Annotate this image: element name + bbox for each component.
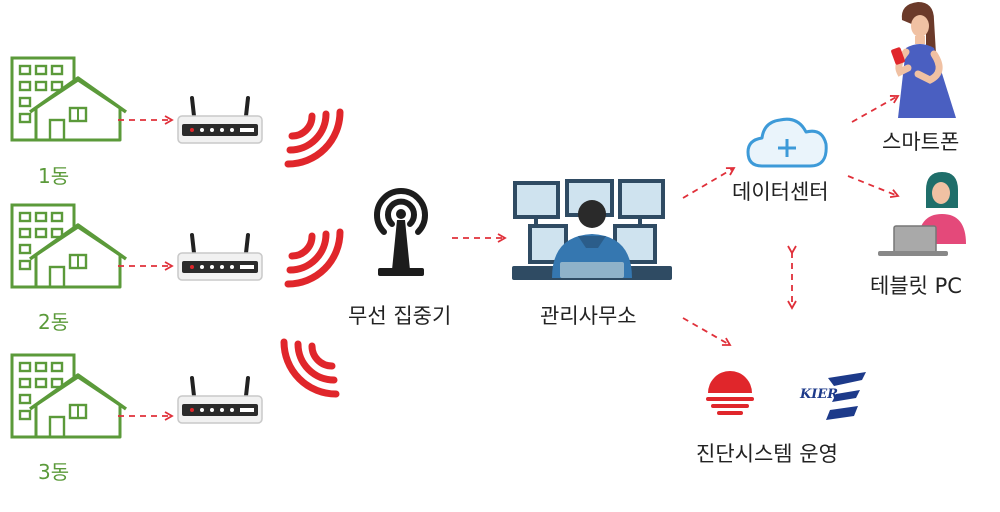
wireless-signal-icon [284,342,336,394]
tablet-user-illustration [878,172,966,256]
building-icon [10,203,128,289]
flow-arrow [847,175,900,199]
antenna-tower-icon [374,188,428,276]
building-icon [10,353,128,439]
building-icon [10,56,128,142]
building-label: 2동 [38,310,70,334]
router-icon [176,233,264,282]
building-label: 1동 [38,164,70,188]
wireless-signal-icon [288,232,340,284]
flow-arrow [682,317,732,346]
diagnosis-label: 진단시스템 운영 [696,442,838,466]
flow-arrow [851,95,900,123]
collector-label: 무선 집중기 [348,304,452,328]
router-icon [176,376,264,425]
office-label: 관리사무소 [540,304,637,328]
tablet-label: 테블릿 PC [870,274,962,298]
kier-logo-text: KIER [799,387,838,402]
wireless-signal-icon [288,112,340,164]
datacenter-label: 데이터센터 [732,180,829,204]
smartphone-user-illustration [891,2,956,118]
flow-arrow [682,167,736,199]
cloud-icon [746,117,828,168]
smartphone-label: 스마트폰 [882,130,960,154]
control-room-icon [512,179,672,280]
router-icon [176,96,264,145]
kier-logo: KIER [799,372,866,420]
sun-logo-icon [706,371,754,415]
building-label: 3동 [38,460,70,484]
